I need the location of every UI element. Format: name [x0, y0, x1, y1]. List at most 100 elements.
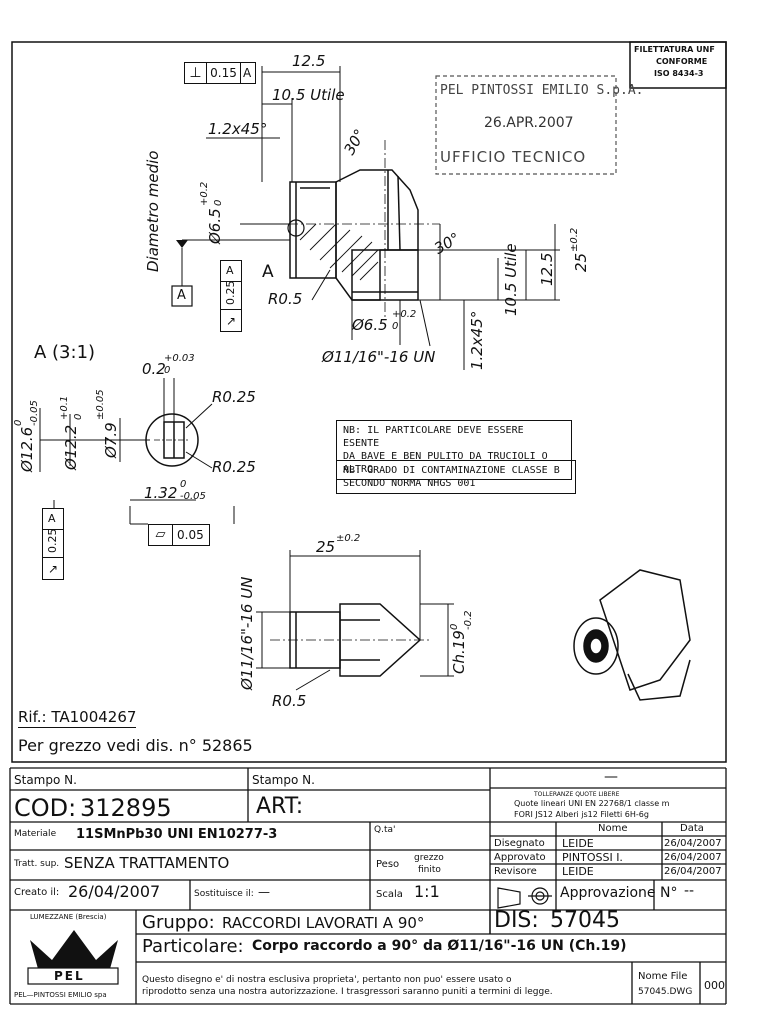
datum-a-box: [171, 285, 193, 307]
sig-name-0: LEIDE: [562, 837, 594, 850]
projection-symbol: [497, 887, 552, 909]
stamp-company: PEL PINTOSSI EMILIO S.p.A.: [440, 83, 644, 98]
thread-top-view: Ø11/16"-16 UN: [322, 348, 436, 366]
sig-date-0: 26/04/2007: [664, 838, 722, 849]
runout-frame-detail: ↗ 0.25 A: [42, 508, 64, 580]
dim-25-right: 25: [572, 252, 590, 272]
sig-role-0: Disegnato: [494, 838, 545, 849]
stamp-office: UFFICIO TECNICO: [440, 148, 587, 166]
thread-note-line-1: FILETTATURA UNF: [634, 45, 715, 54]
note-contamination-line-2: SECONDO NORMA NHGS 001: [343, 478, 476, 489]
scala-label: Scala: [376, 889, 403, 900]
company-logo-mark: [30, 930, 118, 976]
blank-hex-tol-low: -0.2: [463, 610, 474, 630]
runout-value-top: 0.25: [224, 280, 237, 306]
grezzo-reference: Per grezzo vedi dis. n° 52865: [18, 736, 253, 755]
datum-a-label: A: [177, 288, 186, 303]
perpendicularity-icon: ⊥: [185, 63, 207, 83]
dim-25-right-tol: ±0.2: [569, 227, 580, 252]
tratt-value: SENZA TRATTAMENTO: [64, 854, 230, 872]
blank-hex-tol-up: 0: [449, 623, 460, 630]
gruppo-value: RACCORDI LAVORATI A 90°: [222, 914, 425, 932]
stamp-date: 26.APR.2007: [484, 115, 574, 131]
dim-0-2: 0.2: [142, 360, 166, 378]
detail-a-dimensions: [39, 378, 235, 525]
diametro-medio: Diametro medio: [144, 150, 162, 272]
runout-icon: ↗: [43, 557, 63, 579]
runout-frame-top: ↗ 0.25 A: [220, 260, 242, 332]
scala-value: 1:1: [414, 882, 440, 901]
dim-10-5-utile-top: 10.5 Utile: [272, 86, 345, 104]
art-label: ART:: [256, 794, 304, 819]
note-burr-free-line-2: DA BAVE E BEN PULITO DA TRUCIOLI O ALTRO: [343, 451, 548, 475]
blank-hex: Ch.19: [450, 630, 468, 674]
blank-thread: Ø11/16"-16 UN: [238, 576, 256, 690]
thread-note-box: [629, 41, 727, 89]
dia-6-5-left-tol-low: 0: [213, 199, 224, 206]
peso-label: Peso: [376, 859, 400, 870]
blank-r-0-5: R0.5: [272, 692, 307, 710]
sig-date-2: 26/04/2007: [664, 866, 722, 877]
stampo-label-right: Stampo N.: [252, 773, 315, 787]
materiale-label: Materiale: [14, 829, 57, 839]
approvazione-label: Approvazione N°: [560, 885, 678, 901]
stamp-border: [435, 75, 617, 175]
dia-6-5-bottom-tol-low: 0: [392, 321, 399, 332]
sig-date-1: 26/04/2007: [664, 852, 722, 863]
logo-plate: [27, 967, 119, 985]
dia-12-6: Ø12.6: [18, 426, 36, 472]
peso-grezzo: grezzo: [414, 853, 444, 863]
qta-label: Q.ta': [374, 825, 396, 835]
stampo-label-left: Stampo N.: [14, 773, 77, 787]
particolare-label: Particolare:: [142, 936, 244, 957]
perpendicularity-frame: ⊥ 0.15 A: [184, 62, 256, 84]
thread-note-line-2: CONFORME: [656, 57, 708, 66]
logo-company: PEL—PINTOSSI EMILIO spa: [14, 991, 107, 999]
tolerances-line-1: Quote lineari UNI EN 22768/1 classe m: [514, 799, 670, 808]
datum-triangle: [176, 240, 188, 248]
detail-a-title: A (3:1): [34, 342, 96, 363]
iso-view: [573, 569, 691, 701]
disclaimer-line-1: Questo disegno e' di nostra esclusiva pr…: [142, 975, 512, 985]
section-hatching: [299, 223, 379, 281]
flatness-frame: ▱ 0.05: [148, 524, 210, 546]
approvazione-value: --: [684, 883, 695, 899]
r-0-25-top: R0.25: [212, 388, 256, 406]
blank-view: [270, 603, 430, 677]
dim-12-5-right: 12.5: [538, 252, 556, 286]
materiale-value: 11SMnPb30 UNI EN10277-3: [76, 827, 278, 842]
detail-a-circle: [287, 219, 305, 237]
perpendicularity-ref: A: [243, 66, 252, 80]
dim-1-32-tol-low: -0.05: [180, 491, 206, 502]
elbow-section-view: [270, 140, 440, 320]
dim-0-2-tol-up: +0.03: [164, 353, 195, 364]
runout-ref-top: A: [226, 264, 234, 277]
detail-a-view: [145, 413, 199, 467]
thread-note-line-3: ISO 8434-3: [654, 69, 704, 78]
sig-role-1: Approvato: [494, 852, 546, 863]
dim-1-32-tol-up: 0: [180, 479, 187, 490]
cod-label: COD:: [14, 794, 77, 822]
runout-ref-detail: A: [48, 512, 56, 525]
dia-6-5-bottom: Ø6.5: [352, 316, 388, 334]
runout-value-detail: 0.25: [46, 528, 59, 554]
col-nome: Nome: [598, 823, 628, 834]
dim-0-2-tol-low: 0: [164, 365, 171, 376]
dia-6-5-left-tol-up: +0.2: [199, 181, 210, 206]
dim-12-5-top: 12.5: [292, 52, 326, 70]
dia-6-5-bottom-tol-up: +0.2: [392, 309, 417, 320]
detail-a-callout: A: [262, 262, 274, 282]
sig-name-2: LEIDE: [562, 865, 594, 878]
chamfer-1-2x45-right: 1.2x45°: [468, 310, 486, 370]
particolare-value: Corpo raccordo a 90° da Ø11/16"-16 UN (C…: [252, 938, 627, 954]
blank-view-dimensions: [256, 550, 454, 691]
peso-finito: finito: [418, 865, 441, 875]
note-burr-free-line-1: NB: IL PARTICOLARE DEVE ESSERE ESENTE: [343, 425, 524, 449]
dim-1-32: 1.32: [144, 484, 178, 502]
sostituisce-label: Sostituisce il:: [194, 889, 254, 899]
dim-10-5-utile-right: 10.5 Utile: [502, 243, 520, 316]
nome-file-value: 57045.DWG: [638, 987, 693, 997]
top-view-dimensions: [182, 66, 560, 370]
note-contamination: NB: GRADO DI CONTAMINAZIONE CLASSE B SEC…: [336, 460, 576, 494]
